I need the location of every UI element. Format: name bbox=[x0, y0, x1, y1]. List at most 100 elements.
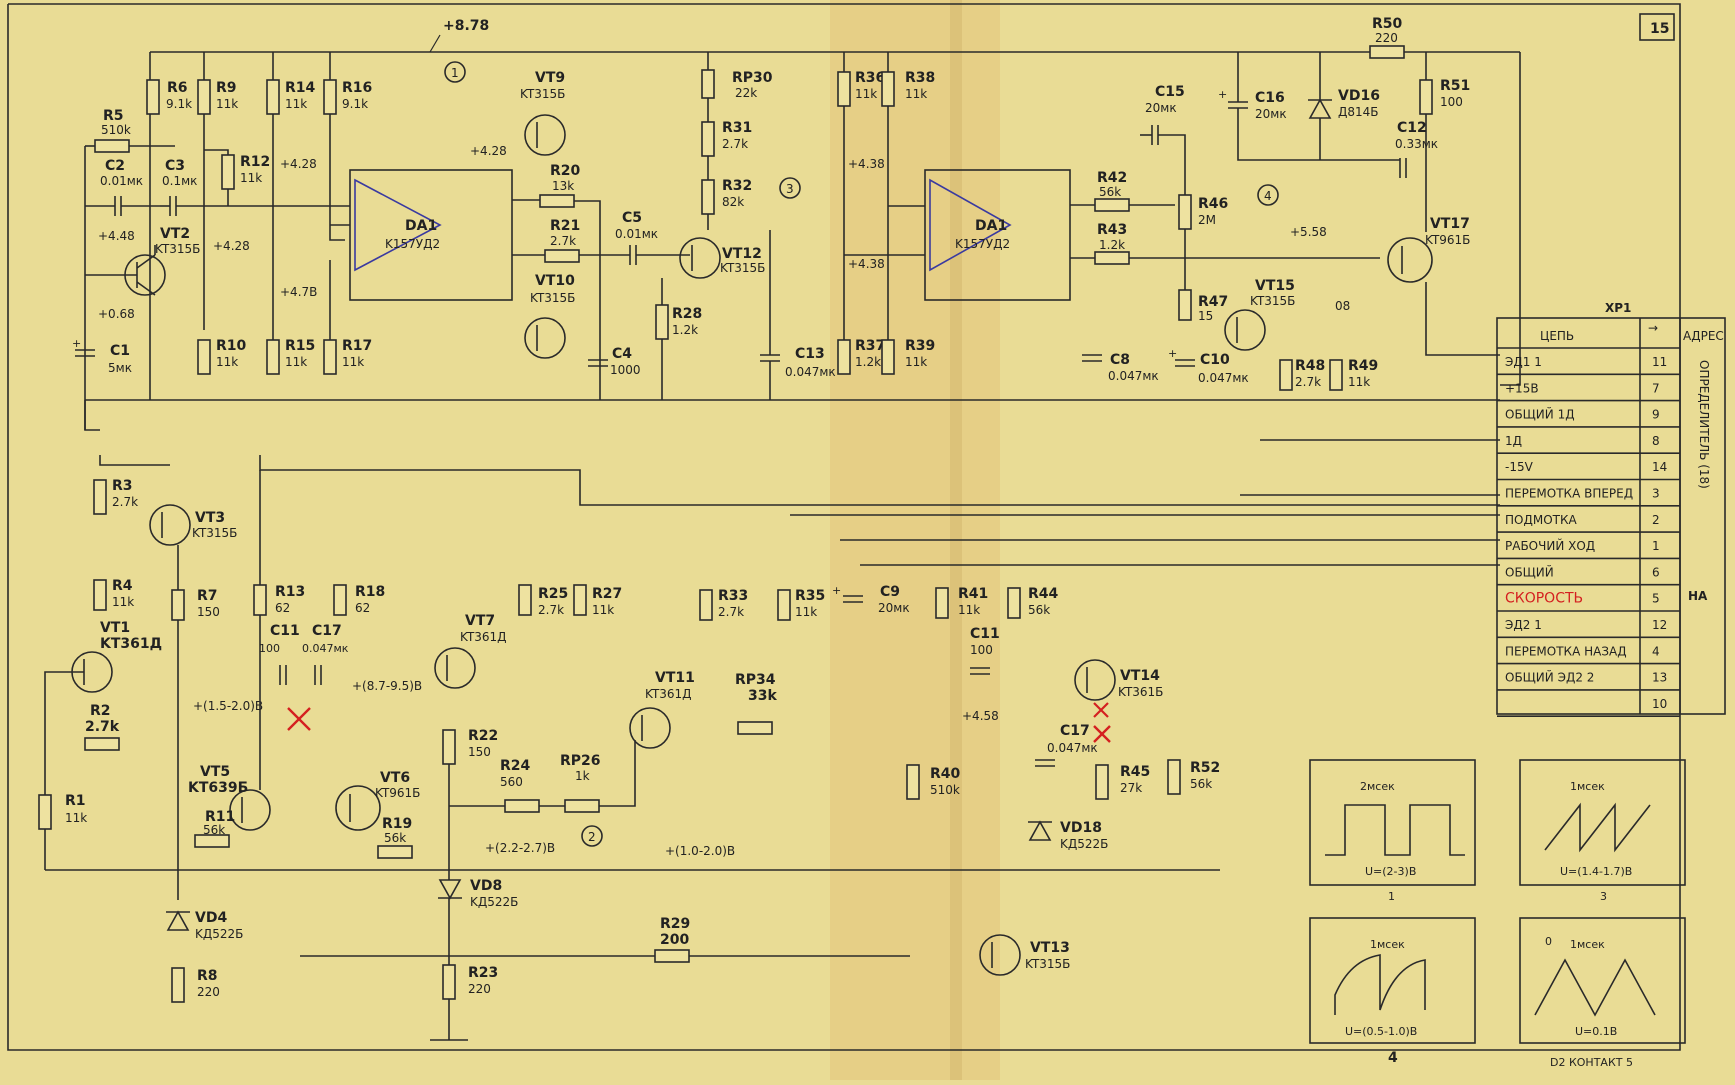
c8-ref: C11 bbox=[270, 623, 300, 639]
component-r50: R50 220 bbox=[1369, 16, 1405, 59]
component-r25: R25 2.7k bbox=[518, 584, 568, 617]
svg-text:+: + bbox=[1168, 347, 1177, 360]
connector-row-address: 2 bbox=[1652, 513, 1660, 527]
connector-row-name: ОБЩИЙ 1Д bbox=[1505, 407, 1575, 422]
component-r45: R45 27k bbox=[1095, 764, 1150, 800]
vt15-ref: VT15 bbox=[1255, 278, 1295, 294]
transistor-vt13: VT13 KT315Б bbox=[979, 934, 1070, 976]
r44-value: 56k bbox=[1028, 603, 1050, 617]
voltage-878: +8.78 bbox=[443, 18, 489, 34]
r21-value: 2.7k bbox=[550, 234, 576, 248]
r7-ref: R7 bbox=[197, 588, 218, 604]
component-r43: R43 1.2k bbox=[1094, 222, 1380, 265]
voltage-fb3: +(2.2-2.7)B bbox=[485, 841, 555, 855]
r9-ref: R9 bbox=[216, 80, 237, 96]
r42-ref: R42 bbox=[1097, 170, 1127, 186]
connector-row-name: СКОРОСТЬ bbox=[1505, 591, 1583, 607]
r23-ref: R23 bbox=[468, 965, 498, 981]
voltage-428a: +4.28 bbox=[280, 157, 317, 171]
transistor-vt7: VT7 KT361Д bbox=[434, 613, 507, 689]
r17-value: 11k bbox=[342, 355, 364, 369]
transistor-vt2: VT2 KT315Б bbox=[85, 226, 200, 296]
r2-ref: R2 bbox=[90, 703, 111, 719]
r5-value: 510k bbox=[101, 123, 131, 137]
r47-value: 15 bbox=[1198, 309, 1213, 323]
tp3-label: 3 bbox=[786, 182, 794, 196]
voltage-068: +0.68 bbox=[98, 307, 135, 321]
component-c1: + C1 5мк bbox=[72, 337, 132, 375]
diode-vd8: VD8 KД522Б bbox=[438, 764, 518, 965]
r9-value: 11k bbox=[216, 97, 238, 111]
wf1-amp: U=(2-3)В bbox=[1365, 865, 1416, 878]
wf1-period: 2мсек bbox=[1360, 780, 1395, 793]
c4-value: 1000 bbox=[610, 363, 641, 377]
connector-side-mark: НА bbox=[1688, 589, 1708, 603]
r52-ref: R52 bbox=[1190, 760, 1220, 776]
r22-value: 150 bbox=[468, 745, 491, 759]
connector-row-address: 9 bbox=[1652, 408, 1660, 422]
transistor-vt3: VT3 KT315Б bbox=[149, 504, 237, 546]
r33-ref: R33 bbox=[718, 588, 748, 604]
connector-row-address: 3 bbox=[1652, 487, 1660, 501]
vd4-type: KД522Б bbox=[195, 927, 243, 941]
connector-row-name: РАБОЧИЙ ХОД bbox=[1505, 538, 1595, 553]
component-r48: R48 2.7k bbox=[1279, 358, 1325, 391]
voltage-428c: +4.28 bbox=[470, 144, 507, 158]
component-r12: R12 11k bbox=[204, 149, 270, 206]
component-r23: R23 220 bbox=[430, 964, 498, 1041]
da1-left-ref: DA1 bbox=[405, 218, 437, 234]
r42-value: 56k bbox=[1099, 185, 1121, 199]
component-r16: R16 9.1k bbox=[323, 52, 372, 241]
waveform-1: 2мсек U=(2-3)В 1 bbox=[1309, 759, 1476, 903]
c7-value: 0.047мк bbox=[785, 365, 836, 379]
component-r39: R39 11k bbox=[881, 338, 935, 375]
vt6-type: KT961Б bbox=[375, 786, 420, 800]
c16-value: 0.33мк bbox=[1395, 137, 1438, 151]
page-number: 15 bbox=[1650, 21, 1669, 37]
connector-row-address: 10 bbox=[1652, 697, 1667, 711]
c11-value: 100 bbox=[970, 643, 993, 657]
voltage-448: +4.48 bbox=[98, 229, 135, 243]
r3-ref: R3 bbox=[112, 478, 133, 494]
c9-ref: C9 bbox=[880, 584, 900, 600]
r10-value: 11k bbox=[216, 355, 238, 369]
vt2-ref: VT2 bbox=[160, 226, 190, 242]
connector-row-address: 8 bbox=[1652, 434, 1660, 448]
component-r32: R32 82k bbox=[701, 178, 752, 215]
component-r21: R21 2.7k bbox=[544, 218, 580, 263]
ic-da1-left: DA1 K157УД2 bbox=[330, 169, 600, 301]
tp1-label: 1 bbox=[451, 66, 459, 80]
component-c17: C17 0.047мк bbox=[1035, 723, 1098, 767]
component-r13: R13 62 bbox=[253, 470, 305, 790]
transistor-vt5: VT5 KT639Б bbox=[188, 764, 271, 831]
wf3-num: 3 bbox=[1600, 890, 1607, 903]
connector-row-name: ПЕРЕМОТКА НАЗАД bbox=[1505, 644, 1627, 658]
component-r44: R44 56k bbox=[1007, 586, 1059, 619]
vd16-type: Д814Б bbox=[1338, 105, 1379, 119]
r12-value: 11k bbox=[240, 171, 262, 185]
component-r17: R17 11k bbox=[323, 260, 372, 375]
r11-ref: R11 bbox=[205, 809, 235, 825]
wire-top-left bbox=[99, 455, 170, 466]
transistor-vt17: VT17 KT961Б bbox=[1387, 216, 1500, 356]
r44-ref: R44 bbox=[1028, 586, 1059, 602]
component-r8: R8 220 bbox=[171, 967, 220, 1003]
r40-ref: R40 bbox=[930, 766, 961, 782]
rp34-value: 33k bbox=[748, 688, 777, 704]
connector-table-frame bbox=[1496, 317, 1726, 715]
c12-ref: C8 bbox=[1110, 352, 1130, 368]
component-r11: R11 56k bbox=[194, 809, 235, 848]
r27-value: 11k bbox=[592, 603, 614, 617]
r48-value: 2.7k bbox=[1295, 375, 1321, 389]
r33-value: 2.7k bbox=[718, 605, 744, 619]
component-r46: R46 2M bbox=[1178, 194, 1228, 290]
wf4-amp: U=(0.5-1.0)В bbox=[1345, 1025, 1417, 1038]
c9-value: 20мк bbox=[878, 601, 910, 615]
component-r33: R33 2.7k bbox=[699, 588, 748, 621]
r50-value: 220 bbox=[1375, 31, 1398, 45]
connector-row-name: -15V bbox=[1505, 460, 1534, 474]
component-r20: R20 13k bbox=[539, 163, 601, 400]
component-r22: R22 150 bbox=[442, 728, 498, 765]
r4-ref: R4 bbox=[112, 578, 133, 594]
r48-ref: R48 bbox=[1295, 358, 1325, 374]
